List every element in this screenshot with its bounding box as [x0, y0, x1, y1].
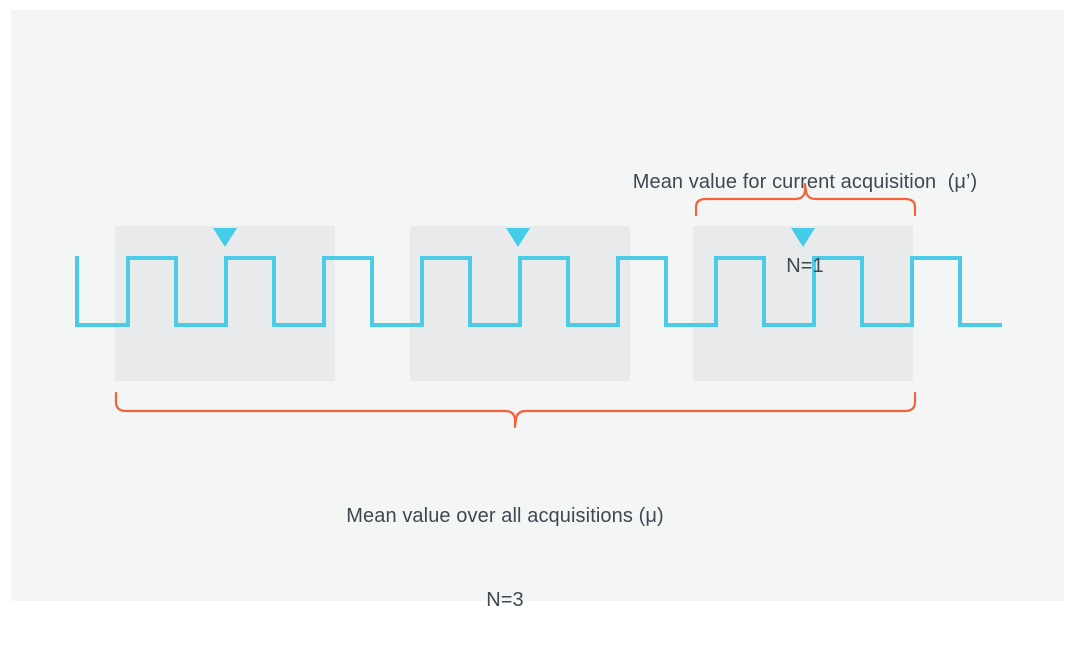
bottom-annotation-line1: Mean value over all acquisitions (μ)	[346, 505, 664, 527]
bottom-annotation-line2: N=3	[486, 589, 524, 611]
acquisition-band-3	[693, 226, 913, 381]
center-marker-triangle-1	[213, 228, 237, 247]
center-marker-triangle-3	[791, 228, 815, 247]
diagram-graphics	[75, 182, 1002, 429]
center-marker-triangle-2	[506, 228, 530, 247]
all-acquisitions-bracket	[114, 391, 917, 429]
square-wave-signal	[75, 256, 1002, 327]
current-acquisition-bracket	[694, 182, 917, 217]
acquisition-center-markers	[213, 228, 815, 247]
top-annotation-line2: N=1	[786, 255, 824, 277]
top-annotation-line1: Mean value for current acquisition (μ’)	[632, 171, 978, 193]
top-annotation-label: Mean value for current acquisition (μ’) …	[435, 112, 1075, 336]
diagram-figure: Mean value for current acquisition (μ’) …	[11, 10, 1075, 611]
bottom-annotation-label: Mean value over all acquisitions (μ) N=3	[135, 446, 875, 670]
